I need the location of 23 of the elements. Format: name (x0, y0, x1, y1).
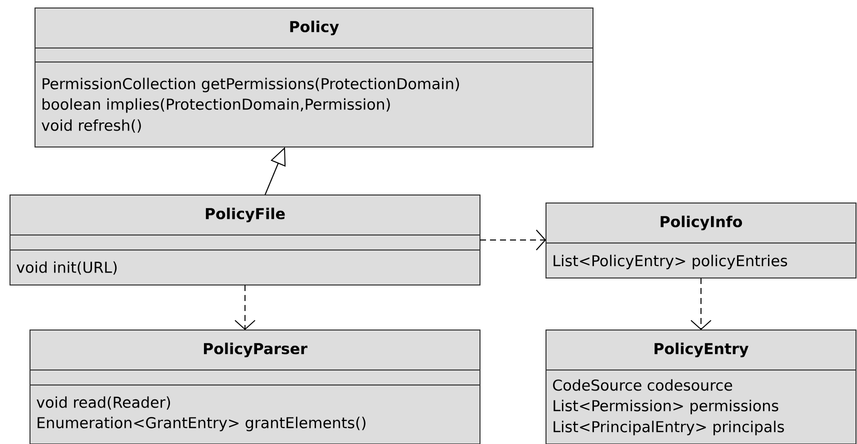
arrow (234, 284, 256, 330)
member-text: List<Permission> permissions (554, 400, 778, 414)
class-box (30, 330, 480, 444)
class-name: PolicyFile (206, 208, 285, 222)
member-text: void refresh() (42, 119, 141, 133)
member-text: List<PolicyEntry> policyEntries (554, 254, 788, 270)
arrow (480, 230, 546, 250)
class-box (546, 330, 856, 444)
class-name: Policy (290, 20, 339, 36)
class-box (546, 202, 856, 278)
class-name: PolicyInfo (660, 216, 742, 230)
class-box (34, 8, 594, 148)
member-text: boolean implies(ProtectionDomain,Permission) (42, 98, 390, 113)
member-text: CodeSource codesource (553, 379, 732, 391)
class-name: PolicyEntry (654, 342, 748, 358)
member-text: void read(Reader) (36, 396, 170, 410)
member-text: void init(URL) (16, 261, 117, 275)
member-text: Enumeration<GrantEntry> grantElements() (38, 416, 366, 432)
member-text: PermissionCollection getPermissions(ProtectionDomain) (42, 78, 459, 92)
class-box (10, 194, 480, 286)
arrow (690, 278, 712, 330)
class-name: PolicyParser (204, 342, 308, 358)
member-text: List<PrincipalEntry> principals (554, 420, 784, 436)
